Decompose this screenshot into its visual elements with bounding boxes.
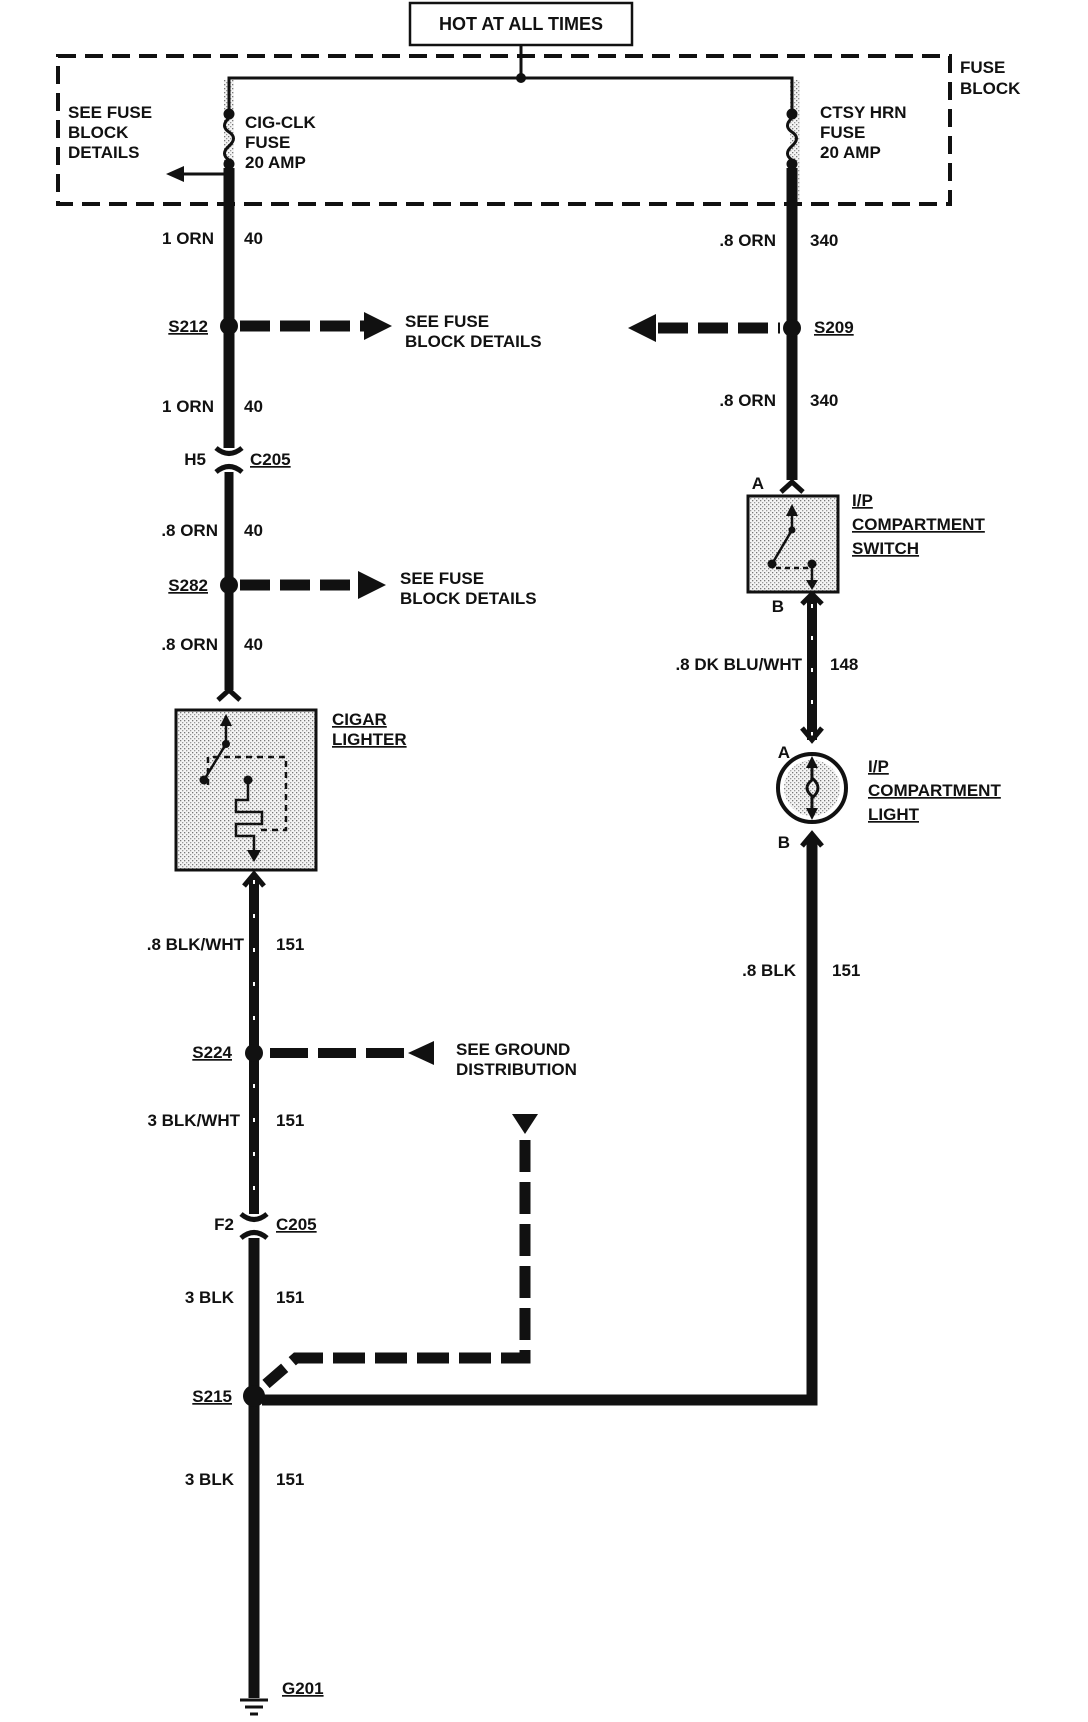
component-label-line1: I/P: [852, 491, 873, 510]
wire-label-circuit: 40: [244, 635, 263, 654]
splice-s212-dot: [220, 317, 238, 335]
splice-id: S212: [168, 317, 208, 336]
fuse-left-line3: 20 AMP: [245, 153, 306, 172]
splice-id: S215: [192, 1387, 232, 1406]
ref-text-line1: SEE FUSE: [405, 312, 489, 331]
connector-c205-h5-icon: [214, 446, 244, 474]
wire-label-circuit: 40: [244, 397, 263, 416]
wire-label-circuit: 151: [276, 1288, 304, 1307]
wire-label-gauge: 3 BLK: [185, 1470, 235, 1489]
connector-pin: H5: [184, 450, 206, 469]
wire-label-gauge: 1 ORN: [162, 397, 214, 416]
pin-label: A: [752, 474, 764, 493]
wire-label-gauge: .8 ORN: [719, 231, 776, 250]
bus-junction-dot: [516, 73, 526, 83]
wire-label-gauge: .8 BLK/WHT: [147, 935, 245, 954]
component-label-line2: COMPARTMENT: [852, 515, 985, 534]
power-source-box: HOT AT ALL TIMES: [408, 1, 634, 47]
fuse-block: FUSE BLOCK SEE FUSE BLOCK DETAILS CIG-CL…: [56, 54, 1021, 206]
right-circuit: .8 ORN 340 S209 .8 ORN 340 A B I/P COMPA…: [262, 168, 1001, 1406]
fuse-block-label-line2: BLOCK: [960, 79, 1021, 98]
pin-label: B: [778, 833, 790, 852]
wire-label-gauge: .8 ORN: [719, 391, 776, 410]
fuse-details-line1: SEE FUSE: [68, 103, 152, 122]
wire-label-circuit: 340: [810, 231, 838, 250]
fuse-details-line3: DETAILS: [68, 143, 139, 162]
component-label-line3: SWITCH: [852, 539, 919, 558]
ip-compartment-switch-icon: [746, 478, 840, 594]
s212-ref-arrow-icon: [240, 312, 392, 340]
component-label-line2: LIGHTER: [332, 730, 407, 749]
wire-label-gauge: .8 DK BLU/WHT: [675, 655, 802, 674]
wire-label-circuit: 40: [244, 229, 263, 248]
pin-label: B: [772, 597, 784, 616]
connector-id: C205: [276, 1215, 317, 1234]
wire-label-circuit: 151: [276, 1111, 304, 1130]
fuse-right-line1: CTSY HRN: [820, 103, 907, 122]
fuse-details-arrow-icon: [166, 165, 231, 182]
fuse-bus: [227, 45, 794, 112]
connector-c205-f2-icon: [239, 1212, 269, 1240]
wire-label-gauge: .8 ORN: [161, 521, 218, 540]
splice-s215-dot: [243, 1385, 265, 1407]
fuse-right-line3: 20 AMP: [820, 143, 881, 162]
ref-text-line2: BLOCK DETAILS: [400, 589, 537, 608]
fuse-details-line2: BLOCK: [68, 123, 129, 142]
pin-label: A: [778, 743, 790, 762]
wire-label-circuit: 151: [276, 1470, 304, 1489]
splice-s209-dot: [783, 319, 801, 337]
power-source-label: HOT AT ALL TIMES: [439, 14, 603, 34]
splice-id: S282: [168, 576, 208, 595]
wire-label-circuit: 40: [244, 521, 263, 540]
s282-ref-arrow-icon: [240, 571, 386, 599]
component-label-line1: CIGAR: [332, 710, 387, 729]
fuse-block-label-line1: FUSE: [960, 58, 1005, 77]
left-circuit: 1 ORN 40 S212 SEE FUSE BLOCK DETAILS 1 O…: [147, 168, 577, 1716]
splice-s282-dot: [220, 576, 238, 594]
cigar-lighter-icon: [174, 686, 318, 872]
component-label-line1: I/P: [868, 757, 889, 776]
wire-label-gauge: 1 ORN: [162, 229, 214, 248]
wire-label-circuit: 151: [276, 935, 304, 954]
cig-clk-fuse-icon: [223, 108, 235, 170]
splice-s224-dot: [245, 1044, 263, 1062]
wire-label-gauge: 3 BLK: [185, 1288, 235, 1307]
wire-label-gauge: .8 ORN: [161, 635, 218, 654]
fuse-left-line2: FUSE: [245, 133, 290, 152]
ref-text-line2: DISTRIBUTION: [456, 1060, 577, 1079]
ip-compartment-light-icon: [776, 752, 848, 824]
ref-text-line2: BLOCK DETAILS: [405, 332, 542, 351]
s224-ground-ref-arrow-icon: [270, 1041, 434, 1065]
wire-label-circuit: 151: [832, 961, 860, 980]
component-label-line3: LIGHT: [868, 805, 920, 824]
ref-text-line1: SEE FUSE: [400, 569, 484, 588]
component-label-line2: COMPARTMENT: [868, 781, 1001, 800]
ground-id: G201: [282, 1679, 324, 1698]
fuse-right-line2: FUSE: [820, 123, 865, 142]
fuse-left-line1: CIG-CLK: [245, 113, 317, 132]
ground-distribution-dashed-wire: [262, 1114, 538, 1389]
wire-label-circuit: 340: [810, 391, 838, 410]
wire-label-circuit: 148: [830, 655, 858, 674]
connector-pin: F2: [214, 1215, 234, 1234]
connector-id: C205: [250, 450, 291, 469]
wire-label-gauge: 3 BLK/WHT: [147, 1111, 240, 1130]
wire-label-gauge: .8 BLK: [742, 961, 797, 980]
splice-id: S209: [814, 318, 854, 337]
ref-text-line1: SEE GROUND: [456, 1040, 570, 1059]
splice-id: S224: [192, 1043, 232, 1062]
s209-ref-arrow-icon: [628, 314, 780, 342]
ground-g201-icon: [240, 1698, 268, 1716]
